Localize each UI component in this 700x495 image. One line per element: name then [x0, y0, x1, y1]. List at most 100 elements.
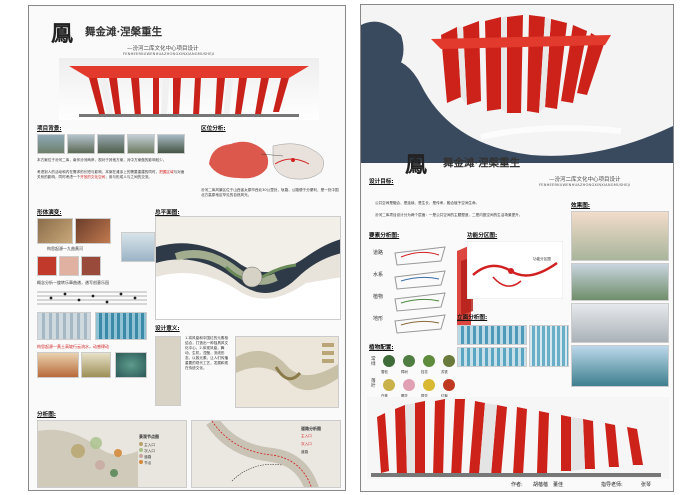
evolution-render-2 — [37, 312, 91, 340]
design-meaning-sketch — [155, 336, 181, 406]
right-poster-board: 鳳 舞金滩·涅槃重生 —汾河二库文化中心项目设计 FENHEERKUWENHUA… — [360, 4, 674, 492]
landscape-node-map — [37, 420, 187, 488]
location-text: 汾河二库风景区位于山西省太原市西北30公里处，轨路、公路便于分便利，是一处中国北… — [201, 188, 339, 197]
legend-dot-icon — [139, 454, 143, 458]
section-label-goal: 设计目标: — [369, 179, 394, 185]
route-legend-title: 道路分析图 — [301, 426, 321, 431]
background-text-4: ，用与形成人与之间的交流。 — [105, 175, 152, 179]
plant-evergreen-label: 常绿 — [371, 357, 376, 367]
loess-photo-3 — [115, 352, 147, 378]
section-label-elements: 要素分析图: — [369, 233, 400, 239]
background-photo-3 — [97, 134, 125, 154]
rendering-photo-1 — [571, 211, 669, 261]
route-legend-road: 道路 — [301, 450, 309, 454]
legend-label: 次入口 — [144, 449, 155, 453]
background-text: 本方案位于汾河二库，南邻汾河两岸，视对于其他方案，对中方案做的影响较少。 — [37, 158, 187, 163]
loess-photo-2 — [81, 352, 111, 378]
background-photo-1 — [37, 134, 65, 154]
music-score-image — [37, 291, 147, 305]
hero-building-render — [59, 58, 319, 120]
evolution-caption-1: 构思起源—九曲黄河 — [47, 246, 83, 251]
tree-label-6: 樱花 — [401, 394, 408, 398]
section-label-renderings: 效果图: — [571, 203, 591, 209]
deciduous-trees — [383, 379, 455, 391]
evolution-sketch-2 — [59, 256, 79, 276]
section-label-site-plan: 总平面图: — [155, 210, 180, 216]
goal-text-1: 公共空间是融合、是延续、是生长、是传承，融合赋予空间生命。 — [375, 201, 480, 205]
element-label-terrain: 地形 — [373, 316, 384, 322]
element-label-water: 水系 — [373, 272, 384, 278]
legend-label: 节点 — [144, 461, 152, 465]
section-label-location: 区位分析: — [201, 126, 226, 132]
evolution-caption-3: 构思起源—黄土高坡行云流水，动感律动 — [37, 344, 109, 349]
evergreen-trees — [383, 355, 455, 367]
legend-dot-icon — [139, 448, 143, 452]
rendering-photo-3 — [571, 303, 669, 343]
background-text-block: 考虑到人的活动和内在需求的长短与影响，本案在滩涂上的需要重建的同时，把握区域与对… — [37, 170, 187, 180]
node-legend-item-4: 节点 — [139, 460, 151, 466]
facade-strip-1 — [457, 325, 527, 345]
tree-label-2: 樟树 — [401, 370, 408, 374]
section-label-background: 项目背景: — [37, 126, 62, 132]
rendering-photo-4 — [571, 345, 669, 387]
tree-label-5: 白桦 — [381, 394, 388, 398]
poster-pinyin: FENHEERKUWENHUAZHONGXINXIANGMUSHEJI — [539, 183, 631, 187]
site-plan-map — [155, 216, 341, 320]
background-text-1: 本方案位于汾河二库，南邻汾河两岸，视对于其他方案，对中方案做的影响较少。 — [37, 158, 167, 162]
advisor-label: 指导老师: — [601, 482, 623, 488]
section-label-analysis: 分析图: — [37, 412, 57, 418]
evolution-render — [121, 232, 155, 262]
section-label-plants: 植物配置: — [369, 345, 394, 351]
background-photo-4 — [127, 134, 155, 154]
route-analysis-map — [191, 420, 341, 488]
element-label-road: 道路 — [373, 250, 384, 256]
evolution-render-3 — [95, 312, 147, 340]
evolution-photo-2 — [75, 218, 111, 244]
section-label-design-meaning: 设计意义: — [155, 326, 180, 332]
facade-strip-3 — [529, 325, 569, 367]
tree-label-1: 雪松 — [381, 370, 388, 374]
plant-deciduous-label: 落叶 — [371, 379, 376, 389]
poster-subtitle: —汾河二库文化中心项目设计 — [549, 177, 621, 183]
route-legend-main-entry: 主入口 — [301, 434, 312, 438]
function-zoning-note: 功能分区图 — [533, 257, 551, 261]
advisor-name: 张琴 — [641, 482, 652, 488]
poster-pinyin: FENHEERKUWENHUAZHONGXINXIANGMUSHEJI — [123, 52, 215, 56]
background-text-2: 考虑到人的活动和内在需求的长短与影响，本案在滩涂上的需要重建的同时， — [37, 170, 160, 174]
rendering-photo-2 — [571, 263, 669, 301]
facade-strip-2 — [457, 347, 527, 367]
legend-dot-icon — [139, 442, 143, 446]
zoning-plan — [235, 336, 339, 408]
goal-text-2: 汾河二库项目设计分为两个层面：一是公共空间的主题塑造，二是内庭空间的生活场景提升… — [375, 213, 523, 217]
evolution-caption-2: 概念分析—旋转乐章曲谱，谱写创意乐园 — [37, 280, 109, 285]
background-photo-2 — [67, 134, 95, 154]
background-highlight-2: 开放的文化空间 — [80, 175, 106, 179]
section-label-facade: 立面分析图: — [457, 315, 488, 321]
route-legend-second-entry: 次入口 — [301, 442, 312, 446]
author-label: 作者: — [511, 482, 523, 488]
design-meaning-text: 1.将风凰和中国红的元素相结合，打造出一种独具风文化中心。2.体现凤凰，舞动，生… — [185, 336, 229, 370]
loess-photo-1 — [37, 352, 79, 378]
author-names: 胡蓓蓓 董佳 — [533, 482, 564, 488]
background-highlight-1: 把握区域 — [159, 170, 174, 174]
background-photo-5 — [157, 134, 185, 154]
node-legend-title: 景观节点图 — [139, 434, 159, 439]
tree-label-3: 桂花 — [421, 370, 428, 374]
node-legend-item-2: 次入口 — [139, 448, 155, 454]
phoenix-logo-char: 鳳 — [51, 21, 74, 47]
node-legend-item-1: 主入口 — [139, 442, 155, 448]
element-layers-diagram — [394, 246, 446, 334]
element-label-plants: 植物 — [373, 294, 384, 300]
section-label-evolution: 形体演变: — [37, 210, 62, 216]
background-text-3: 与对面关系的影响，同时考虑一个 — [37, 170, 185, 179]
legend-label: 道路 — [144, 455, 152, 459]
poster-title: 舞金滩·涅槃重生 — [85, 26, 163, 38]
location-map — [209, 141, 324, 180]
left-poster-board: 鳳 舞金滩·涅槃重生 —汾河二库文化中心项目设计 FENHEERKUWENHUA… — [28, 5, 346, 491]
bottom-building-render — [367, 397, 669, 479]
hero-aerial-render — [361, 5, 673, 163]
function-zoning-diagram — [467, 241, 563, 299]
tree-label-4: 苏铁 — [441, 370, 448, 374]
section-label-function: 功能分区图: — [467, 233, 498, 239]
phoenix-logo-char: 鳳 — [405, 152, 428, 178]
